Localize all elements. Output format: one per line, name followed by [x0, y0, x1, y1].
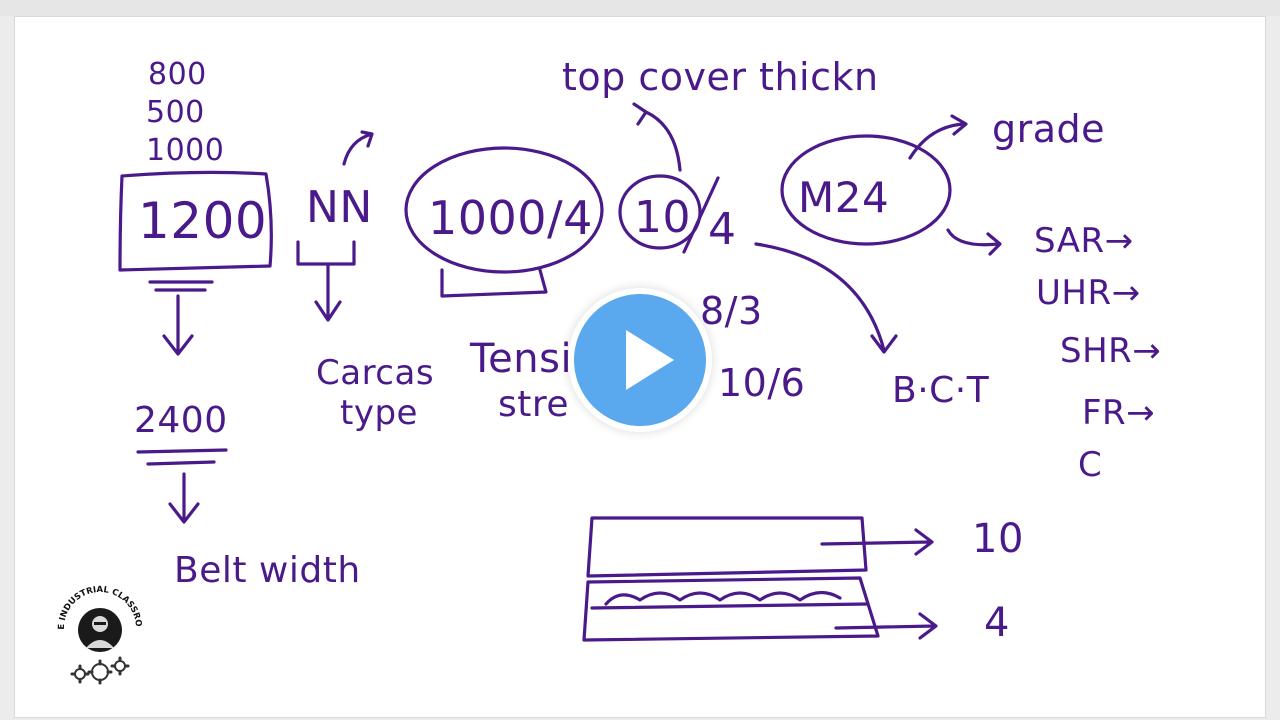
bct-label: B·C·T	[892, 370, 990, 411]
belt-bottom-layer	[582, 576, 880, 642]
grade-fr: FR→	[1082, 393, 1155, 433]
grade-label: grade	[992, 107, 1105, 151]
play-icon	[626, 330, 674, 390]
width-option-800: 800	[148, 57, 207, 92]
cover-bottom-value: 4	[708, 204, 737, 255]
belt-top-layer	[586, 516, 868, 578]
grades-arrow	[946, 228, 1002, 256]
cover-slash	[682, 176, 720, 254]
top-strip	[0, 0, 1280, 16]
top-cover-arrow	[632, 102, 682, 172]
play-button[interactable]	[568, 288, 712, 432]
belt-width-arrow	[168, 472, 200, 524]
belt-width-underline	[136, 448, 228, 466]
tensile-label-line1: Tensi	[469, 336, 572, 382]
width-option-500: 500	[146, 95, 205, 130]
cover-alt-1: 8/3	[700, 289, 763, 333]
carcass-code: NN	[306, 182, 373, 233]
grade-uhr: UHR→	[1036, 273, 1141, 313]
carcass-label-line2: type	[340, 393, 418, 433]
cover-circle	[618, 174, 702, 250]
classroom-logo-icon: THE INDUSTRIAL CLASSROOM	[50, 577, 143, 685]
tensile-code: 1000/4	[428, 191, 593, 245]
grade-arrow	[908, 114, 968, 160]
width-underline	[148, 280, 214, 292]
carcass-bracket	[296, 240, 356, 322]
cover-alt-2: 10/6	[718, 361, 805, 405]
grade-c: C	[1078, 445, 1102, 485]
width-arrow	[162, 294, 194, 356]
layer-top-value: 10	[972, 516, 1024, 562]
tensile-bracket	[440, 268, 548, 298]
grade-circle	[780, 134, 952, 246]
width-box	[118, 170, 273, 272]
layer-top-arrow	[820, 528, 934, 556]
carcass-arrow-up	[342, 130, 374, 166]
width-option-1000: 1000	[146, 133, 224, 168]
layer-bottom-value: 4	[984, 600, 1010, 646]
layer-bottom-arrow	[834, 612, 938, 640]
belt-width-value: 2400	[134, 400, 228, 441]
tensile-label-line2: stre	[498, 384, 569, 425]
main-width: 1200	[138, 192, 267, 250]
tensile-circle	[404, 146, 604, 274]
grade-shr: SHR→	[1060, 331, 1161, 371]
carcass-label-line1: Carcas	[316, 353, 434, 393]
grade-code: M24	[798, 173, 889, 222]
top-cover-label: top cover thickn	[562, 55, 879, 99]
grade-sar: SAR→	[1034, 221, 1134, 261]
bct-arrow	[754, 242, 898, 354]
channel-logo: THE INDUSTRIAL CLASSROOM	[50, 577, 146, 688]
belt-width-label: Belt width	[174, 550, 361, 591]
belt-carcass-hatch	[604, 590, 842, 606]
cover-top-value: 10	[634, 192, 691, 243]
belt-layer-divider	[590, 602, 870, 610]
